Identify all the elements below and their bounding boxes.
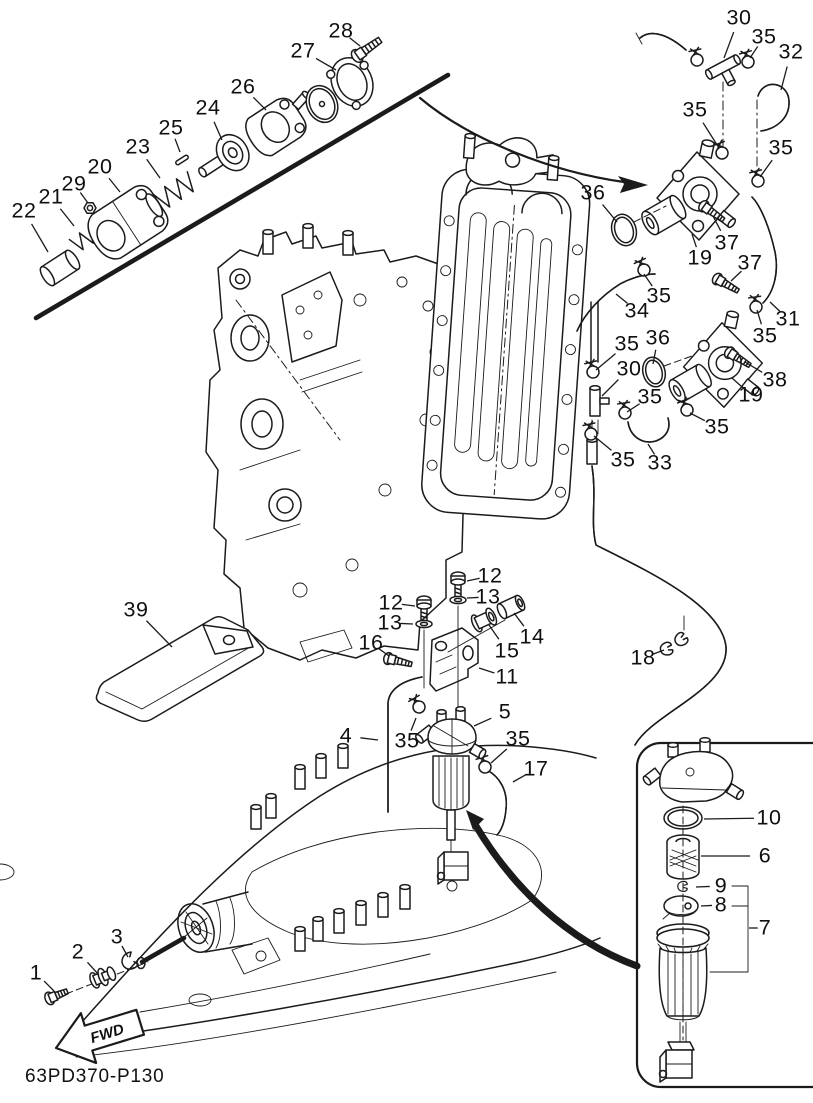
callout-35: 35 xyxy=(768,135,794,160)
callout-31: 31 xyxy=(775,306,801,331)
callout-35: 35 xyxy=(610,447,636,472)
washer-13a xyxy=(449,595,467,605)
callout-22: 22 xyxy=(11,198,37,223)
callout-37: 37 xyxy=(714,230,740,255)
oil-pump-exploded-parts xyxy=(39,36,383,287)
t-fitting-30a xyxy=(704,54,742,87)
callout-17: 17 xyxy=(523,756,549,781)
bolt-12b xyxy=(416,595,432,621)
callout-1: 1 xyxy=(29,960,43,985)
valve-spring-23 xyxy=(145,170,194,218)
screw-37b xyxy=(709,270,742,297)
cylinder-head-art xyxy=(421,132,591,520)
callout-35: 35 xyxy=(614,331,640,356)
callout-11: 11 xyxy=(495,664,519,689)
callout-35: 35 xyxy=(751,24,777,49)
callout-6: 6 xyxy=(758,843,772,868)
callout-26: 26 xyxy=(230,74,256,99)
inset-filter-exploded xyxy=(642,736,749,1083)
plug-22 xyxy=(39,249,81,287)
callout-36: 36 xyxy=(580,180,606,205)
callout-37: 37 xyxy=(737,250,763,275)
o-ring-36b xyxy=(641,356,667,388)
callout-35: 35 xyxy=(704,414,730,439)
callout-29: 29 xyxy=(61,171,87,196)
callout-12: 12 xyxy=(378,590,404,615)
callout-34: 34 xyxy=(624,298,650,323)
callout-30: 30 xyxy=(616,356,642,381)
washer-13b xyxy=(415,619,433,629)
callout-28: 28 xyxy=(328,18,354,43)
callout-10: 10 xyxy=(756,805,782,830)
cover-plate-27 xyxy=(325,57,374,111)
callout-21: 21 xyxy=(38,184,64,209)
callout-35: 35 xyxy=(505,726,531,751)
cylinder-block-art xyxy=(205,222,465,663)
filter-bracket-11 xyxy=(429,627,479,692)
pipe-and-fitting-30b xyxy=(586,301,610,465)
callout-20: 20 xyxy=(87,154,113,179)
callout-3: 3 xyxy=(110,924,124,949)
callout-4: 4 xyxy=(339,723,353,748)
callout-15: 15 xyxy=(494,638,520,663)
callout-19: 19 xyxy=(738,382,764,407)
bolt-28 xyxy=(350,36,383,64)
inset-box xyxy=(635,741,813,1089)
anode-parts xyxy=(44,951,149,1006)
callout-38: 38 xyxy=(762,367,788,392)
callout-8: 8 xyxy=(714,892,728,917)
callout-35: 35 xyxy=(682,97,708,122)
part-code: 63PD370-P130 xyxy=(25,1066,165,1087)
callout-25: 25 xyxy=(158,115,184,140)
callout-24: 24 xyxy=(195,95,221,120)
callout-7: 7 xyxy=(758,915,772,940)
callout-35: 35 xyxy=(637,384,663,409)
fitting-center-lines xyxy=(722,81,758,177)
upper-casing-art xyxy=(0,742,601,1058)
fwd-arrow: FWD xyxy=(54,1008,146,1065)
pump-cover-26 xyxy=(245,90,311,157)
callout-9: 9 xyxy=(714,873,728,898)
assembly-axis-lines xyxy=(633,205,693,367)
callout-16: 16 xyxy=(358,630,384,655)
callout-36: 36 xyxy=(645,325,671,350)
nut-29 xyxy=(83,202,97,214)
callout-18: 18 xyxy=(630,645,656,670)
callout-33: 33 xyxy=(647,450,673,475)
bolt-12a xyxy=(450,571,466,597)
callout-32: 32 xyxy=(778,39,804,64)
callout-35: 35 xyxy=(646,283,672,308)
callout-2: 2 xyxy=(71,939,85,964)
motor-mount-art xyxy=(136,891,281,975)
fuel-pump-2 xyxy=(668,310,764,408)
callout-5: 5 xyxy=(498,699,512,724)
hose-clips-18 xyxy=(658,615,691,658)
o-ring-36a xyxy=(610,213,638,247)
callout-13: 13 xyxy=(475,584,501,609)
callout-30: 30 xyxy=(726,5,752,30)
fuel-filter-5 xyxy=(414,706,487,885)
callout-39: 39 xyxy=(123,597,149,622)
pin-25 xyxy=(175,154,189,166)
bolt-16 xyxy=(381,650,414,671)
hoses xyxy=(387,32,790,836)
gasket-disc xyxy=(305,84,339,124)
pump-body-20 xyxy=(87,184,169,260)
callout-14: 14 xyxy=(519,624,545,649)
callout-23: 23 xyxy=(125,134,151,159)
callout-35: 35 xyxy=(394,728,420,753)
section-divider xyxy=(33,72,648,321)
rotor-24 xyxy=(198,133,250,178)
callout-13: 13 xyxy=(377,610,403,635)
callout-27: 27 xyxy=(290,38,316,63)
callout-12: 12 xyxy=(477,563,503,588)
inset-pointer-arrow xyxy=(466,810,641,970)
callout-35: 35 xyxy=(752,323,778,348)
shield-plate-39 xyxy=(95,615,265,723)
grommet-15 xyxy=(470,607,498,633)
callout-19: 19 xyxy=(687,245,713,270)
